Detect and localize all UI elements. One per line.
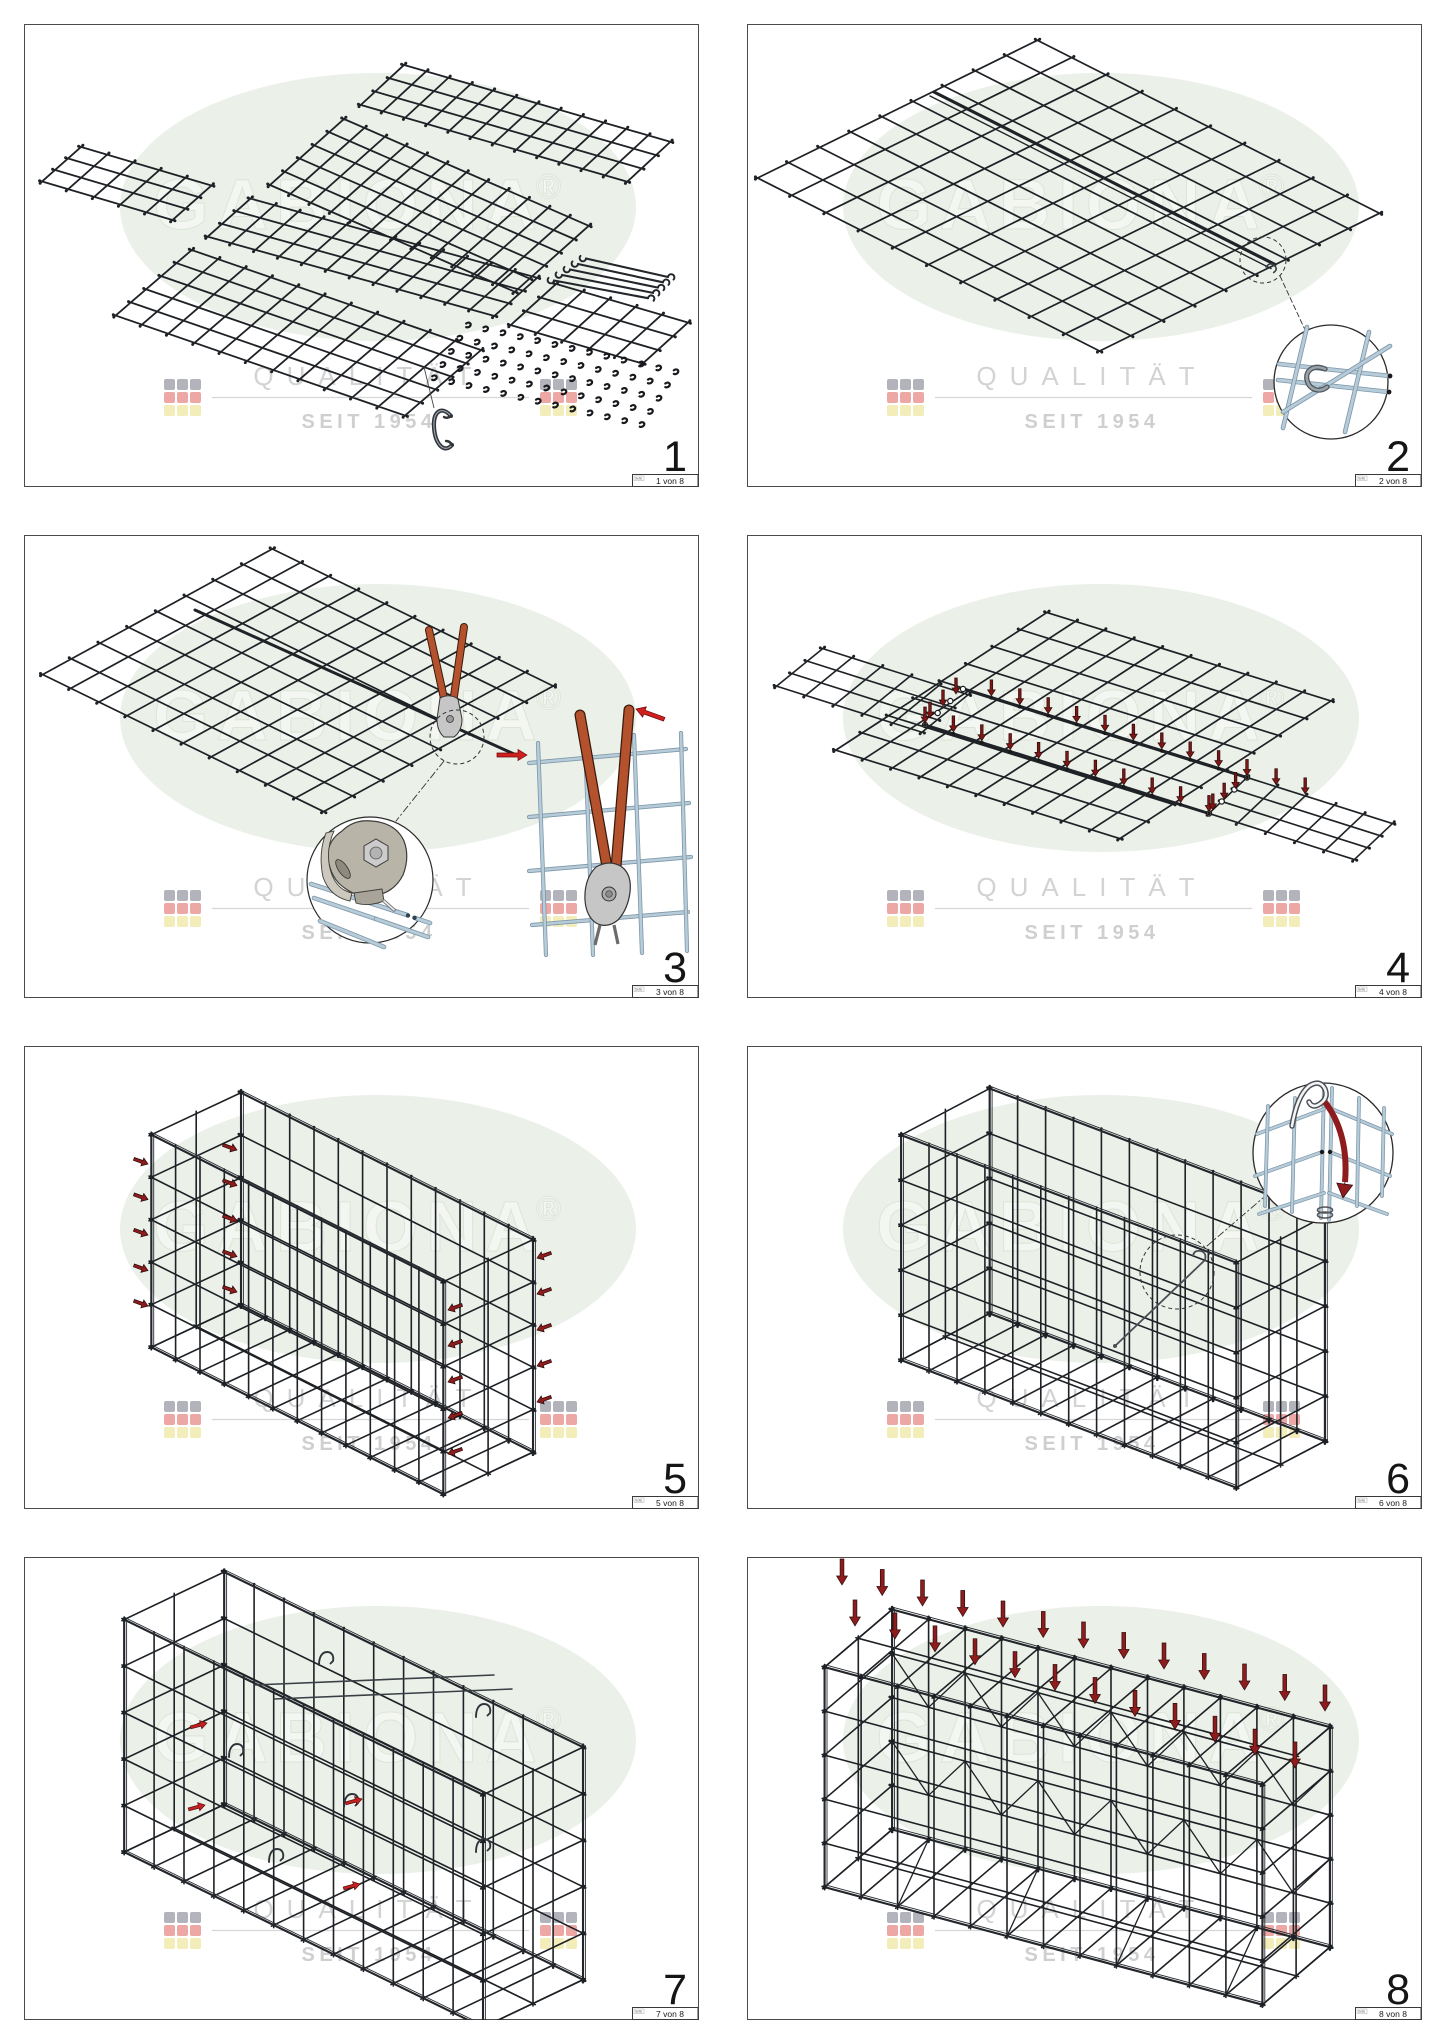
svg-text:Seite: Seite [635, 2010, 642, 2014]
svg-text:QUALITÄT: QUALITÄT [976, 1894, 1207, 1924]
svg-text:Seite: Seite [635, 988, 642, 992]
svg-text:3: 3 [663, 944, 687, 992]
svg-text:QUALITÄT: QUALITÄT [976, 361, 1207, 391]
svg-text:®: ® [536, 679, 561, 717]
svg-text:®: ® [536, 1190, 561, 1228]
svg-text:GABIONA: GABIONA [153, 677, 544, 756]
svg-text:Seite: Seite [1358, 1499, 1365, 1503]
svg-text:1: 1 [663, 433, 687, 481]
svg-text:6 von 8: 6 von 8 [1379, 1498, 1407, 1508]
svg-text:SEIT 1954: SEIT 1954 [1024, 922, 1159, 944]
svg-text:4 von 8: 4 von 8 [1379, 987, 1407, 997]
svg-text:®: ® [536, 168, 561, 206]
svg-text:5: 5 [663, 1455, 687, 1503]
svg-text:Seite: Seite [1358, 2010, 1365, 2014]
svg-text:8: 8 [1386, 1966, 1410, 2014]
svg-text:®: ® [536, 1701, 561, 1739]
svg-text:7: 7 [663, 1966, 687, 2014]
svg-text:2 von 8: 2 von 8 [1379, 476, 1407, 486]
svg-text:2: 2 [1386, 433, 1410, 481]
svg-text:Seite: Seite [1358, 477, 1365, 481]
svg-text:Seite: Seite [1358, 988, 1365, 992]
svg-text:Seite: Seite [635, 1499, 642, 1503]
svg-text:1 von 8: 1 von 8 [656, 476, 684, 486]
svg-text:®: ® [1259, 168, 1284, 206]
svg-text:6: 6 [1386, 1455, 1410, 1503]
svg-text:SEIT 1954: SEIT 1954 [1024, 411, 1159, 433]
svg-text:Seite: Seite [635, 477, 642, 481]
svg-text:QUALITÄT: QUALITÄT [253, 1894, 484, 1924]
svg-text:7 von 8: 7 von 8 [656, 2009, 684, 2019]
svg-text:SEIT 1954: SEIT 1954 [301, 411, 436, 433]
svg-text:3 von 8: 3 von 8 [656, 987, 684, 997]
svg-text:4: 4 [1386, 944, 1410, 992]
svg-text:GABIONA: GABIONA [153, 1188, 544, 1267]
svg-text:GABIONA: GABIONA [153, 1699, 544, 1778]
svg-text:5 von 8: 5 von 8 [656, 1498, 684, 1508]
svg-text:QUALITÄT: QUALITÄT [976, 872, 1207, 902]
svg-text:8 von 8: 8 von 8 [1379, 2009, 1407, 2019]
svg-text:SEIT 1954: SEIT 1954 [1024, 1433, 1159, 1455]
